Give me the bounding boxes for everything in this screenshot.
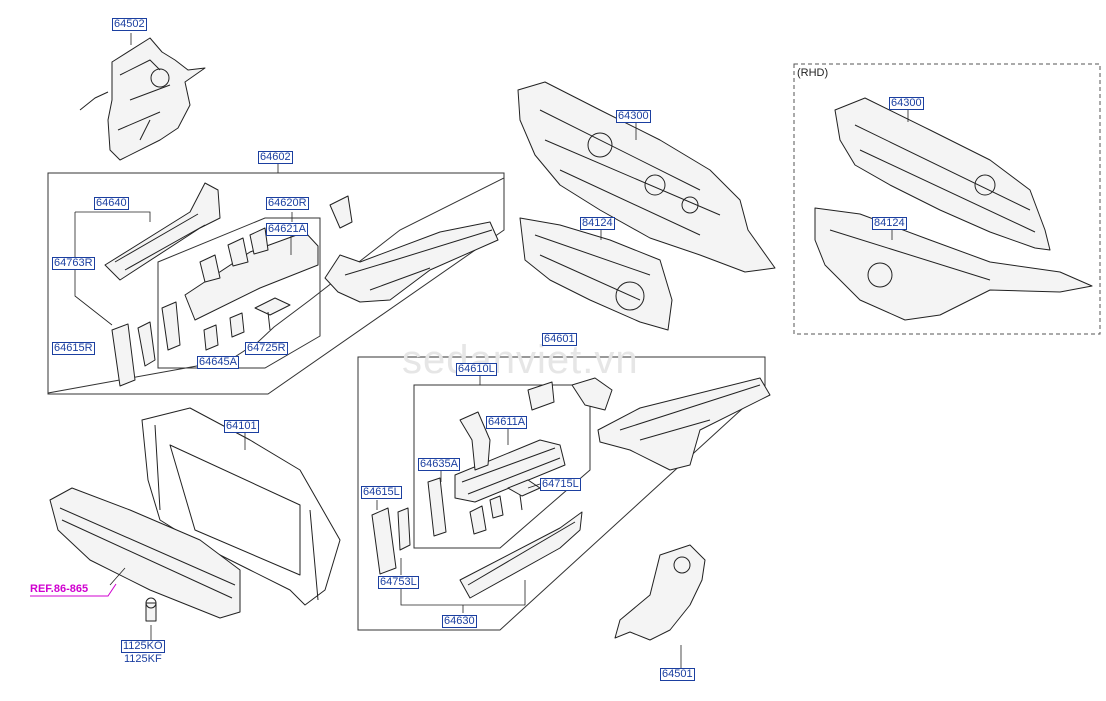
- part-84124-rhd: [814, 207, 1093, 321]
- label-64725R[interactable]: 64725R: [245, 342, 288, 355]
- rhd-note: (RHD): [797, 67, 829, 79]
- part-84124: [519, 217, 673, 331]
- label-1125KF: 1125KF: [124, 653, 162, 665]
- label-64101[interactable]: 64101: [224, 420, 259, 433]
- label-64602[interactable]: 64602: [258, 151, 293, 164]
- group-frame-64602-outline: [47, 172, 505, 395]
- label-64620R[interactable]: 64620R: [266, 197, 309, 210]
- part-64645A: [161, 301, 245, 351]
- part-64611A: [459, 381, 555, 471]
- label-64501[interactable]: 64501: [660, 668, 695, 681]
- part-64300: [517, 81, 776, 273]
- rhd-frame: [793, 63, 1101, 335]
- label-84124[interactable]: 84124: [580, 217, 615, 230]
- label-64645A[interactable]: 64645A: [197, 356, 239, 369]
- part-64640: [104, 182, 221, 281]
- label-64763R[interactable]: 64763R: [52, 257, 95, 270]
- label-64300[interactable]: 64300: [616, 110, 651, 123]
- part-64615L: [371, 507, 411, 575]
- part-64502: [79, 37, 206, 161]
- group-frame-64601: [357, 356, 766, 631]
- part-64610L: [454, 439, 566, 503]
- label-64502[interactable]: 64502: [112, 18, 147, 31]
- label-64300-rhd[interactable]: 64300: [889, 97, 924, 110]
- part-64630: [459, 511, 583, 599]
- label-64753L[interactable]: 64753L: [378, 576, 419, 589]
- label-1125KO[interactable]: 1125KO: [121, 640, 165, 653]
- part-64501: [614, 544, 706, 641]
- label-64715L[interactable]: 64715L: [540, 478, 581, 491]
- label-64640[interactable]: 64640: [94, 197, 129, 210]
- label-64611A[interactable]: 64611A: [486, 416, 528, 429]
- part-bumper-beam: [49, 487, 241, 619]
- label-84124-rhd[interactable]: 84124: [872, 217, 907, 230]
- part-64715L: [469, 479, 541, 535]
- watermark: sedanviet.vn: [402, 338, 639, 382]
- subframe-64610L: [413, 384, 591, 549]
- part-64300-rhd: [834, 97, 1051, 251]
- label-64621A-right[interactable]: 64621A: [266, 223, 308, 236]
- part-64725R: [254, 297, 291, 331]
- label-64615R[interactable]: 64615R: [52, 342, 95, 355]
- label-64615L[interactable]: 64615L: [361, 486, 402, 499]
- part-bolt: [145, 597, 157, 622]
- subframe-64621A: [157, 217, 321, 369]
- part-64635A: [427, 477, 447, 537]
- part-64615R: [111, 321, 156, 387]
- label-64635A[interactable]: 64635A: [418, 458, 460, 471]
- label-64610L[interactable]: 64610L: [456, 363, 497, 376]
- part-64620R: [324, 195, 499, 303]
- part-64621A: [184, 227, 319, 321]
- label-64601[interactable]: 64601: [542, 333, 577, 346]
- part-64101: [141, 407, 341, 606]
- part-64620L: [571, 377, 771, 471]
- ref-arrow: [30, 583, 117, 597]
- ref-86-865[interactable]: REF.86-865: [30, 583, 89, 595]
- label-64630[interactable]: 64630: [442, 615, 477, 628]
